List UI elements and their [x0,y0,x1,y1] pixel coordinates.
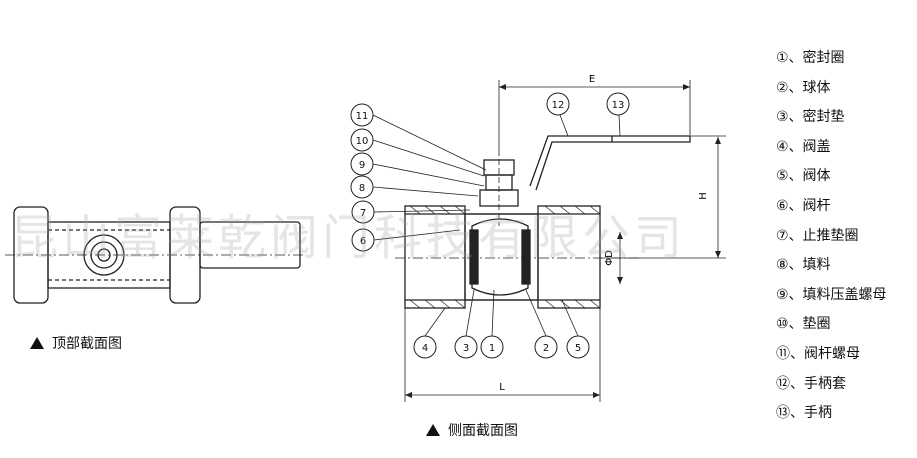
svg-text:11: 11 [356,111,369,122]
svg-text:9: 9 [359,160,365,171]
svg-text:6: 6 [360,236,366,247]
callout-6: 6 [351,228,375,252]
svg-text:5: 5 [575,343,581,354]
callout-3: 3 [454,335,478,359]
dim-h-label: H [698,192,709,200]
leader-lines [372,114,621,337]
callout-12: 12 [546,92,570,116]
top-view-caption: 顶部截面图 [30,333,122,353]
parts-legend: ①、密封圈 ②、球体 ③、密封垫 ④、阀盖 ⑤、阀体 ⑥、阀杆 ⑦、止推垫圈 ⑧… [776,44,917,429]
svg-text:1: 1 [489,343,495,354]
dim-e-label: E [589,74,595,85]
callout-13: 13 [606,92,630,116]
callout-8: 8 [350,175,374,199]
svg-text:8: 8 [359,183,365,194]
legend-item: ③、密封垫 [776,109,845,126]
callout-10: 10 [350,128,374,152]
legend-item: ②、球体 [776,79,831,96]
dim-d-label: ΦD [604,250,615,266]
legend-item: ⑥、阀杆 [776,197,831,214]
callout-9: 9 [350,152,374,176]
legend-item: ④、阀盖 [776,138,831,155]
triangle-marker-icon [426,424,440,436]
legend-item: ⑪、阀杆螺母 [776,345,860,362]
legend-item: ⑫、手柄套 [776,375,846,392]
callout-4: 4 [413,335,437,359]
top-view-drawing [5,206,305,304]
legend-item: ⑦、止推垫圈 [776,227,859,244]
callout-5: 5 [566,335,590,359]
callout-1: 1 [480,335,504,359]
side-view-caption-text: 侧面截面图 [448,423,518,439]
callouts: 11 10 9 8 7 6 12 13 4 3 1 2 5 [350,92,630,359]
svg-text:7: 7 [360,208,366,219]
svg-text:12: 12 [552,100,565,111]
legend-item: ⑬、手柄 [776,405,832,422]
callout-2: 2 [534,335,558,359]
side-view-caption: 侧面截面图 [426,420,518,440]
legend-item: ⑩、垫圈 [776,316,831,333]
legend-item: ⑤、阀体 [776,168,831,185]
triangle-marker-icon [30,337,44,349]
legend-item: ①、密封圈 [776,50,845,66]
callout-7: 7 [351,200,375,224]
legend-item: ⑨、填料压盖螺母 [776,286,887,303]
svg-text:4: 4 [422,343,428,354]
svg-text:2: 2 [543,343,549,354]
svg-text:13: 13 [612,100,625,111]
svg-text:10: 10 [356,136,369,147]
dim-l-label: L [499,382,505,393]
svg-text:3: 3 [463,343,469,354]
callout-11: 11 [350,103,374,127]
side-view-drawing [395,80,726,402]
legend-item: ⑧、填料 [776,257,831,274]
top-view-caption-text: 顶部截面图 [52,336,122,352]
